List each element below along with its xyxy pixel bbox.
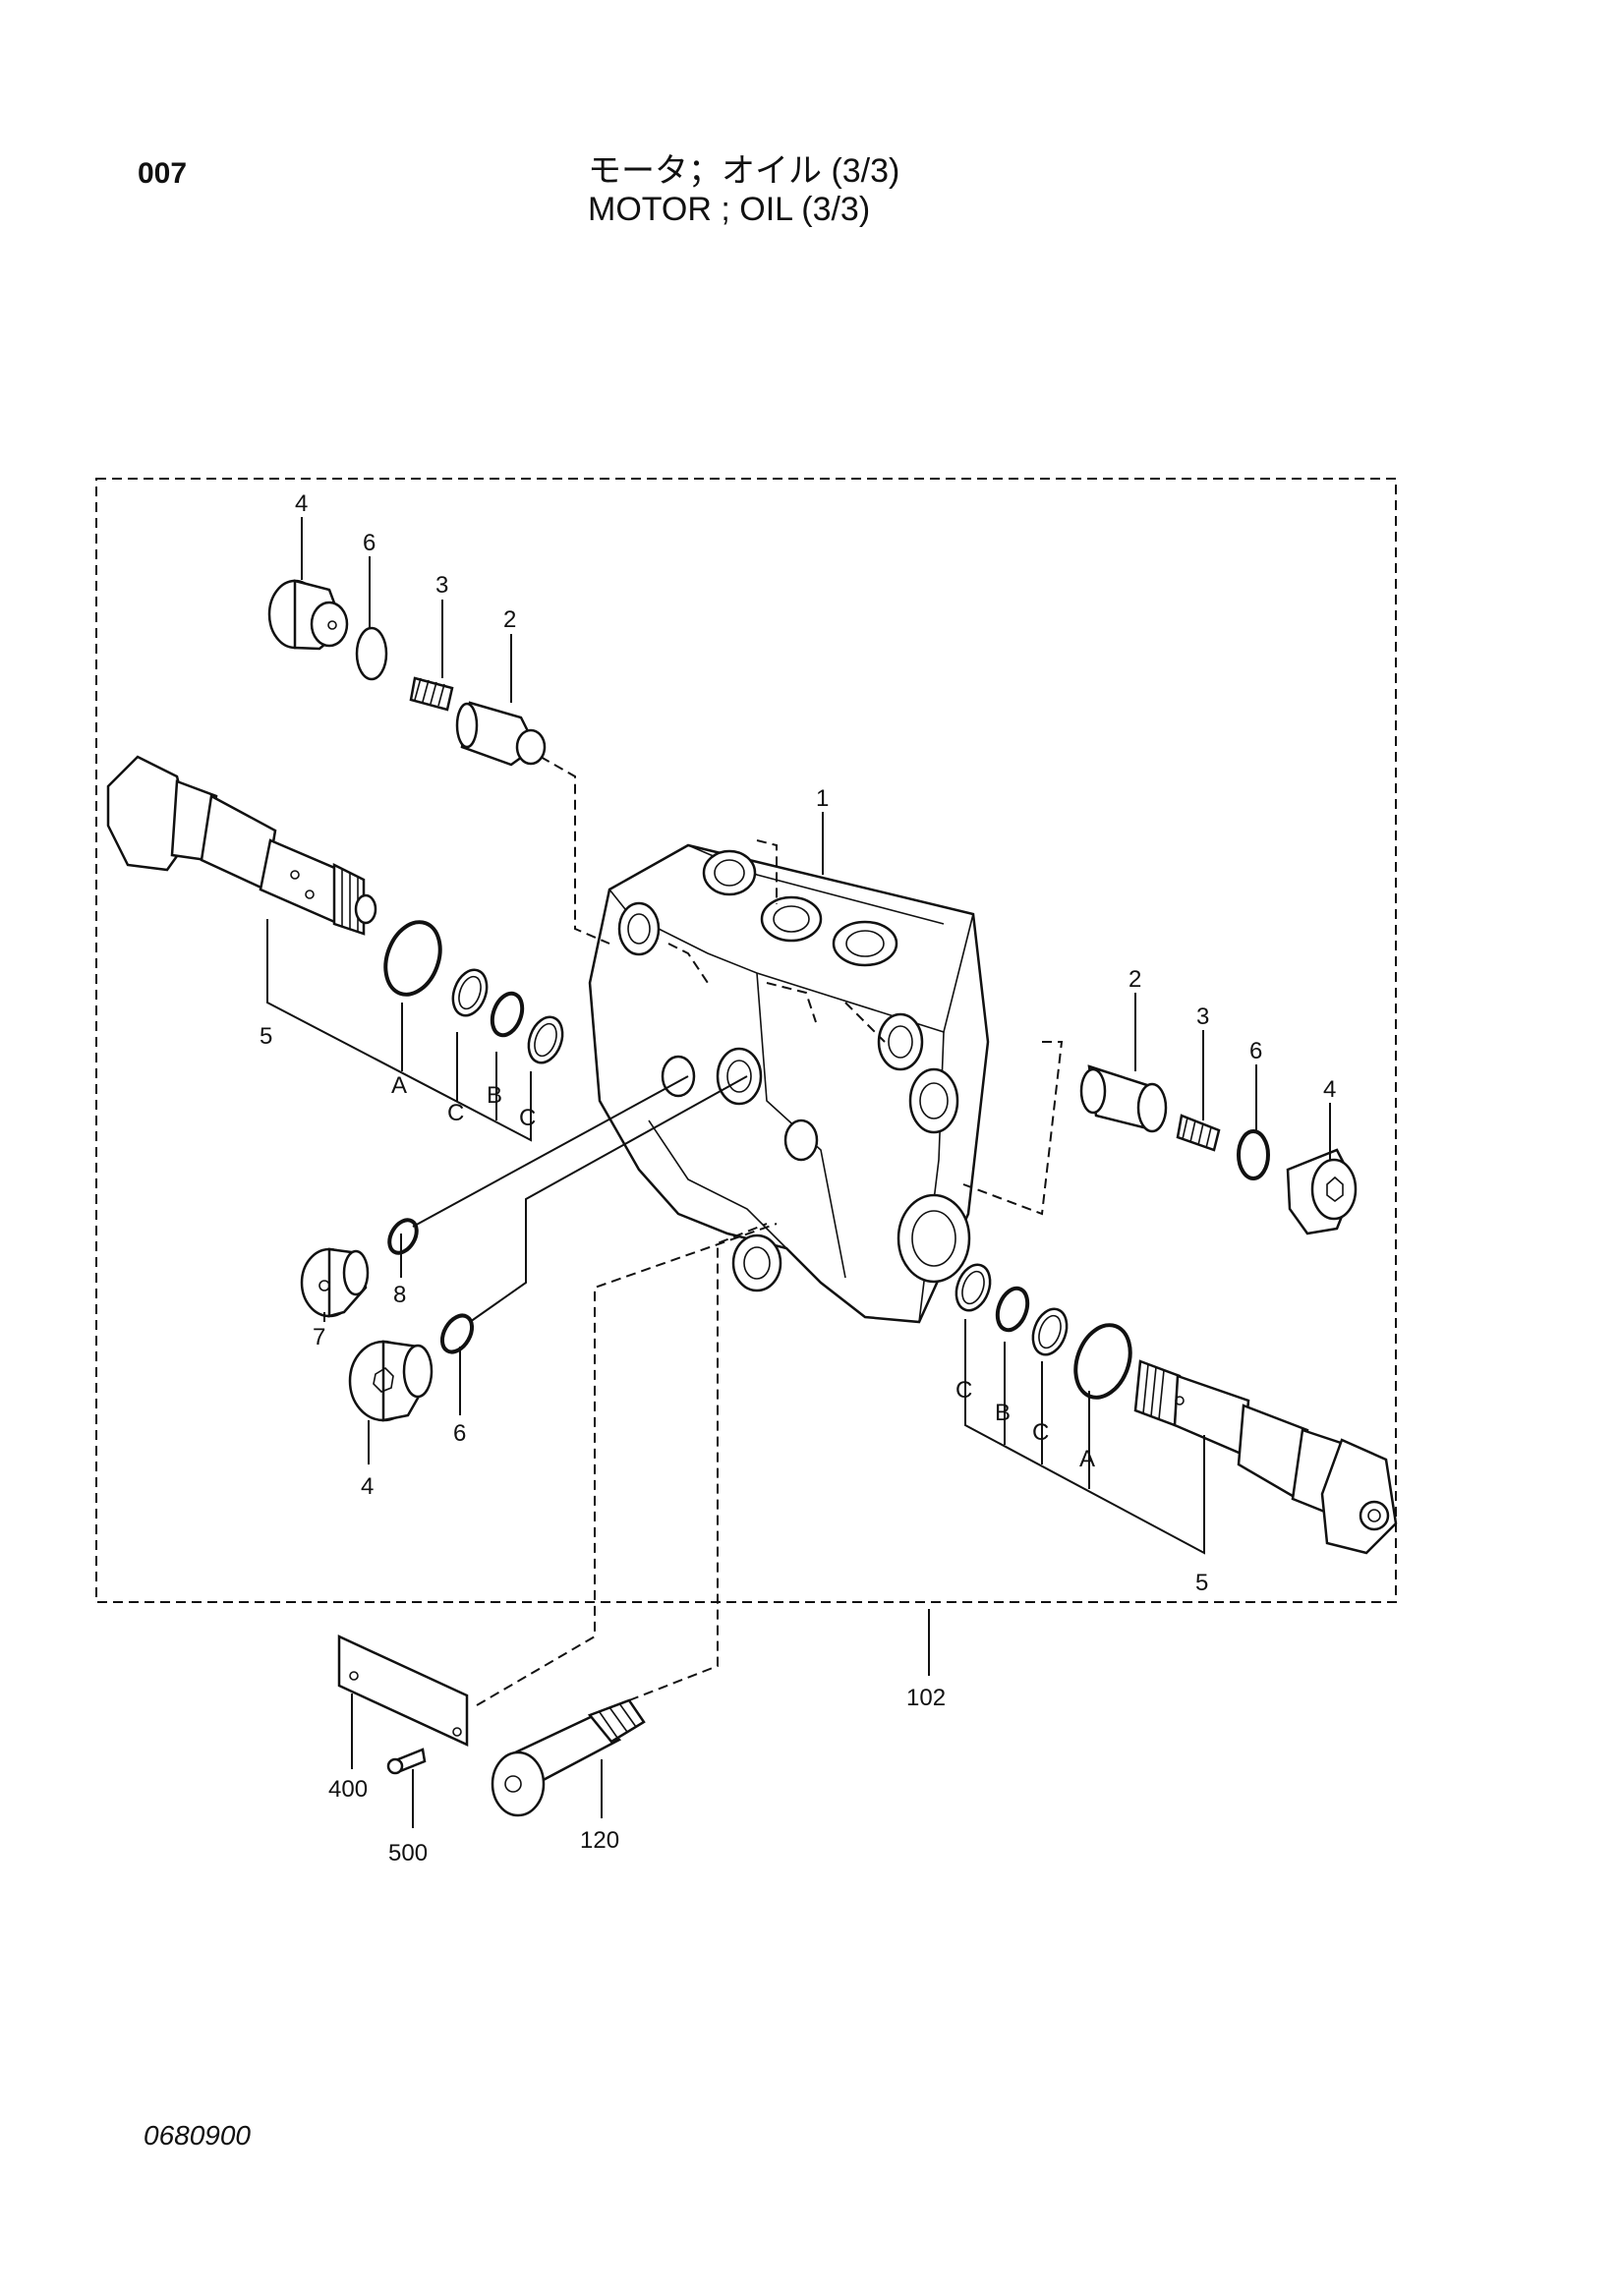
callout-6-lower: 6: [453, 1420, 466, 1447]
callout-b-right: B: [995, 1400, 1011, 1426]
lower-left-plugs: [300, 1218, 475, 1422]
callout-5-right: 5: [1195, 1570, 1208, 1596]
callout-b-left: B: [487, 1082, 502, 1109]
right-valve-parts: [1079, 1064, 1358, 1235]
callout-6-top: 6: [363, 530, 376, 556]
callout-c-left-1: C: [447, 1100, 464, 1126]
upper-left-parts: [267, 579, 547, 767]
assembly-boundary: [95, 478, 1397, 1603]
title-japanese: モータ；オイル (3/3): [588, 152, 900, 190]
lower-hardware: [337, 1635, 646, 1817]
page-number: 007: [138, 157, 188, 190]
callout-c-right-1: C: [955, 1377, 972, 1404]
document-code: 0680900: [144, 2120, 252, 2151]
callout-7: 7: [313, 1324, 325, 1350]
left-relief-valve: [106, 755, 377, 936]
callout-3-right: 3: [1196, 1004, 1209, 1030]
title-english: MOTOR ; OIL (3/3): [588, 191, 871, 228]
left-seal-stack: [383, 920, 564, 1064]
leader-lines: [266, 517, 1331, 1828]
callout-6-right: 6: [1249, 1038, 1262, 1064]
valve-body-part-1: [588, 843, 990, 1324]
callout-8: 8: [393, 1282, 406, 1308]
callout-a-right: A: [1079, 1446, 1095, 1472]
callout-a-left: A: [391, 1072, 407, 1099]
callout-500: 500: [388, 1840, 428, 1866]
callout-2-right: 2: [1128, 966, 1141, 993]
right-seal-stack: [955, 1263, 1132, 1400]
callout-4-lower: 4: [361, 1473, 374, 1500]
callout-5-left: 5: [260, 1023, 272, 1050]
callout-3-top: 3: [435, 572, 448, 599]
callout-c-left-2: C: [519, 1105, 536, 1131]
callout-c-right-2: C: [1032, 1419, 1049, 1446]
callout-4-right: 4: [1323, 1076, 1336, 1103]
callout-400: 400: [328, 1776, 368, 1803]
callout-4-top: 4: [295, 490, 308, 517]
callout-120: 120: [580, 1827, 619, 1854]
callout-102: 102: [906, 1685, 946, 1711]
callout-2-top: 2: [503, 606, 516, 633]
right-relief-valve: [1133, 1359, 1398, 1555]
callout-1: 1: [816, 785, 829, 812]
callout-labels: 1 4 6 3 2 5 A C B C 2 3 6 4 8 7 6 4 C B …: [260, 490, 1336, 1866]
